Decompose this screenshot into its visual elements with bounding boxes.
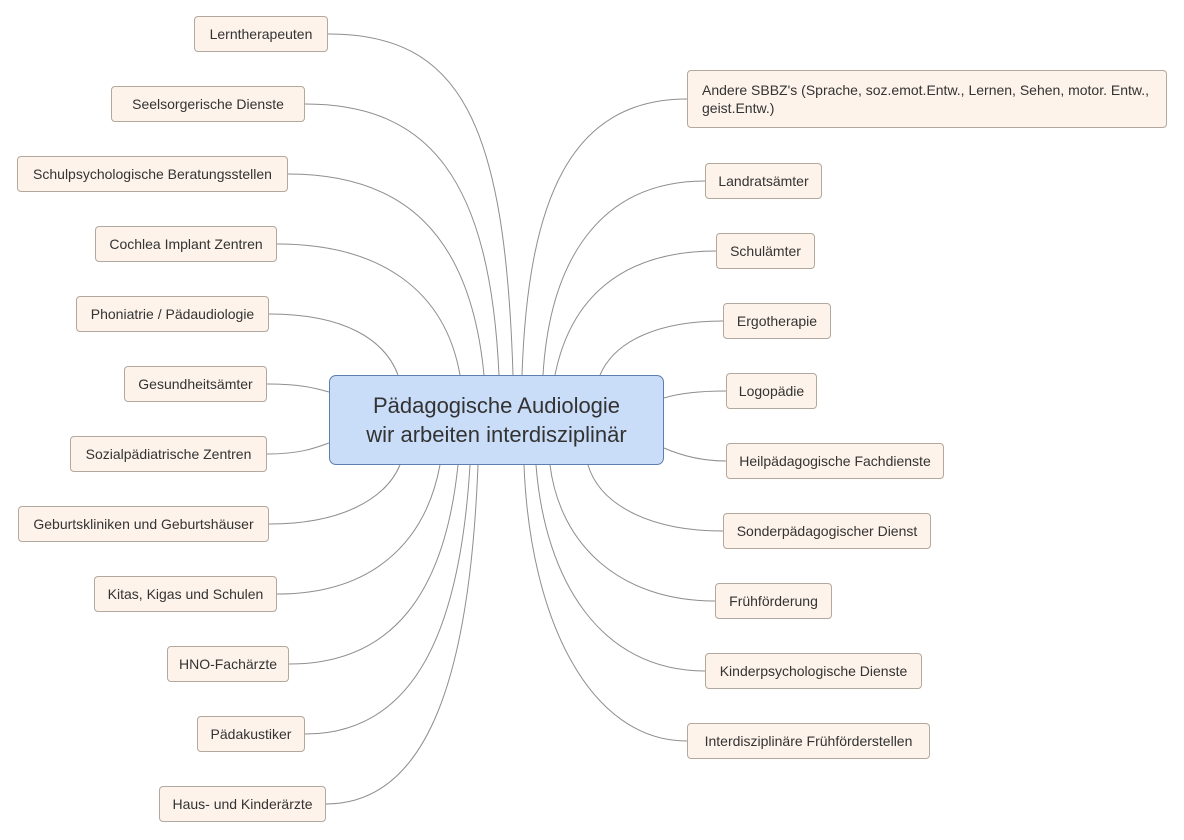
connector-andere-sbbz (521, 98, 688, 376)
node-andere-sbbz[interactable]: Andere SBBZ's (Sprache, soz.emot.Entw., … (687, 70, 1167, 128)
node-paedakustiker[interactable]: Pädakustiker (197, 716, 305, 752)
connector-phoniatrie-paedaudiologie (268, 313, 399, 376)
connector-hno-fachaerzte (288, 464, 459, 665)
connector-kinderpsychologische-dienste (535, 464, 706, 672)
connector-geburtskliniken (268, 464, 401, 525)
connector-fruehfoerderung (549, 464, 716, 602)
node-ergotherapie[interactable]: Ergotherapie (723, 303, 831, 339)
connector-cochlea-implant-zentren (276, 243, 461, 376)
node-label: Lerntherapeuten (209, 26, 313, 42)
node-label: Andere SBBZ's (Sprache, soz.emot.Entw., … (702, 82, 1150, 116)
central-topic-subtitle: wir arbeiten interdisziplinär (366, 422, 627, 447)
node-schulaemter[interactable]: Schulämter (716, 233, 815, 269)
node-fruehfoerderung[interactable]: Frühförderung (715, 583, 832, 619)
node-label: Sonderpädagogischer Dienst (736, 523, 918, 539)
connector-gesundheitsaemter (266, 383, 330, 393)
right-connectors (521, 98, 727, 742)
connector-interdisziplinaere-fruehfoerderstellen (523, 464, 688, 742)
connector-logopaedie (663, 390, 727, 399)
node-kinderpsychologische-dienste[interactable]: Kinderpsychologische Dienste (705, 653, 922, 689)
node-label: Kitas, Kigas und Schulen (107, 586, 264, 602)
central-topic[interactable]: Pädagogische Audiologie wir arbeiten int… (329, 375, 664, 465)
central-topic-title: Pädagogische Audiologie (372, 393, 621, 418)
node-label: Frühförderung (729, 593, 818, 609)
node-label: Landratsämter (718, 173, 809, 189)
connector-kitas-kigas-schulen (276, 464, 441, 595)
connector-seelsorgerische-dienste (304, 103, 500, 376)
node-kitas-kigas-schulen[interactable]: Kitas, Kigas und Schulen (94, 576, 277, 612)
node-sozialpaediatrische-zentren[interactable]: Sozialpädiatrische Zentren (70, 436, 267, 472)
connector-landratsaemter (542, 180, 706, 376)
node-hno-fachaerzte[interactable]: HNO-Fachärzte (167, 646, 289, 682)
connector-lerntherapeuten (327, 33, 514, 376)
node-label: HNO-Fachärzte (178, 656, 278, 672)
connector-sozialpaediatrische-zentren (266, 442, 330, 455)
node-lerntherapeuten[interactable]: Lerntherapeuten (194, 16, 328, 52)
node-label: Gesundheitsämter (138, 376, 253, 392)
node-interdisziplinaere-fruehfoerderstellen[interactable]: Interdisziplinäre Frühförderstellen (687, 723, 930, 759)
node-gesundheitsaemter[interactable]: Gesundheitsämter (124, 366, 267, 402)
node-label: Sozialpädiatrische Zentren (85, 446, 252, 462)
node-haus-und-kinderaerzte[interactable]: Haus- und Kinderärzte (159, 786, 326, 822)
node-sonderpaedagogischer-dienst[interactable]: Sonderpädagogischer Dienst (723, 513, 931, 549)
connector-schulaemter (554, 250, 717, 376)
node-label: Interdisziplinäre Frühförderstellen (704, 733, 913, 749)
node-landratsaemter[interactable]: Landratsämter (705, 163, 822, 199)
node-label: Schulpsychologische Beratungsstellen (33, 166, 272, 182)
node-label: Ergotherapie (736, 313, 818, 329)
node-logopaedie[interactable]: Logopädie (726, 373, 817, 409)
node-label: Seelsorgerische Dienste (132, 96, 284, 112)
node-schulpsychologische-beratungsstellen[interactable]: Schulpsychologische Beratungsstellen (17, 156, 288, 192)
node-phoniatrie-paedaudiologie[interactable]: Phoniatrie / Pädaudiologie (76, 296, 269, 332)
node-label: Heilpädagogische Fachdienste (739, 453, 931, 469)
node-label: Geburtskliniken und Geburtshäuser (33, 516, 254, 532)
left-connectors (266, 33, 514, 805)
node-heilpaedagogische-fachdienste[interactable]: Heilpädagogische Fachdienste (726, 443, 944, 479)
connector-ergotherapie (599, 320, 724, 376)
node-seelsorgerische-dienste[interactable]: Seelsorgerische Dienste (111, 86, 305, 122)
connector-haus-und-kinderaerzte (325, 464, 479, 805)
node-label: Haus- und Kinderärzte (172, 796, 313, 812)
node-label: Kinderpsychologische Dienste (719, 663, 908, 679)
node-cochlea-implant-zentren[interactable]: Cochlea Implant Zentren (95, 226, 277, 262)
connector-sonderpaedagogischer-dienst (587, 464, 724, 532)
node-label: Pädakustiker (210, 726, 292, 742)
node-label: Cochlea Implant Zentren (109, 236, 263, 252)
node-label: Logopädie (738, 383, 805, 399)
connector-schulpsychologische-beratungsstellen (287, 173, 485, 376)
connector-paedakustiker (304, 464, 471, 735)
node-geburtskliniken[interactable]: Geburtskliniken und Geburtshäuser (18, 506, 269, 542)
node-label: Schulämter (730, 243, 801, 259)
connector-heilpaedagogische-fachdienste (663, 447, 727, 462)
node-label: Phoniatrie / Pädaudiologie (90, 306, 255, 322)
